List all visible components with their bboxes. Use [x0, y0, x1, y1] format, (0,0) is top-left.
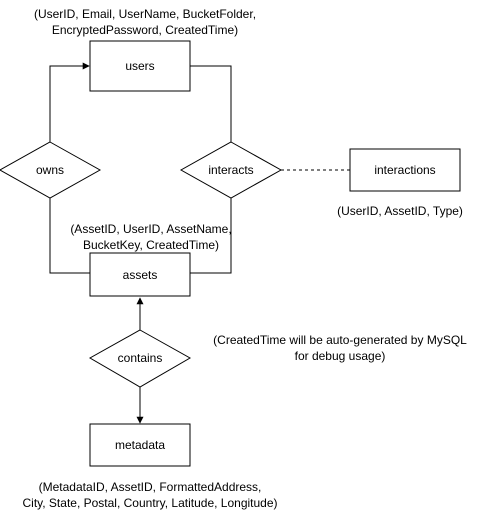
entity-assets-label: assets	[123, 268, 158, 282]
entity-interactions-label: interactions	[374, 163, 435, 177]
entity-metadata-box	[89, 423, 191, 467]
entity-users-label: users	[125, 59, 154, 73]
entity-users-box	[89, 40, 191, 92]
relationship-contains-diamond	[88, 329, 192, 388]
entity-metadata[interactable]: metadata	[89, 423, 191, 467]
relationship-owns-label: owns	[36, 163, 64, 177]
metadata-attributes-line-2: City, State, Postal, Country, Latitude, …	[22, 496, 278, 510]
relationship-interacts-diamond	[179, 141, 283, 199]
entity-metadata-label: metadata	[115, 438, 165, 452]
entity-interactions[interactable]: interactions	[349, 148, 461, 192]
created-time-note-line-2: for debug usage)	[294, 349, 386, 363]
created-time-note: (CreatedTime will be auto-generated by M…	[205, 332, 475, 364]
relationship-contains-label: contains	[118, 351, 163, 365]
metadata-attributes-line-1: (MetadataID, AssetID, FormattedAddress,	[38, 480, 262, 494]
interactions-attributes-line-1: (UserID, AssetID, Type)	[337, 204, 463, 218]
assets-attributes-note: (AssetID, UserID, AssetName, BucketKey, …	[56, 221, 246, 253]
entity-assets-box	[89, 252, 191, 297]
relationship-interacts[interactable]: interacts	[179, 141, 283, 199]
relationship-owns-diamond	[0, 141, 102, 199]
relationship-contains[interactable]: contains	[88, 329, 192, 388]
users-attributes-line-1: (UserID, Email, UserName, BucketFolder,	[33, 7, 257, 21]
entity-assets[interactable]: assets	[89, 252, 191, 297]
relationship-owns[interactable]: owns	[0, 141, 102, 199]
metadata-attributes-note: (MetadataID, AssetID, FormattedAddress, …	[18, 479, 282, 511]
connector-owns-users	[49, 62, 90, 142]
created-time-note-line-1: (CreatedTime will be auto-generated by M…	[213, 333, 467, 347]
users-attributes-line-2: EncryptedPassword, CreatedTime)	[51, 23, 239, 37]
users-attributes-note: (UserID, Email, UserName, BucketFolder, …	[20, 6, 270, 38]
relationship-interacts-label: interacts	[208, 163, 253, 177]
entity-interactions-box	[349, 148, 461, 192]
connector-users-interacts	[190, 65, 232, 142]
connector-lines	[49, 62, 350, 424]
connector-interacts-assets	[190, 198, 232, 274]
interactions-attributes-note: (UserID, AssetID, Type)	[330, 203, 470, 219]
assets-attributes-line-2: BucketKey, CreatedTime)	[82, 238, 220, 252]
connector-owns-assets	[49, 198, 90, 274]
assets-attributes-line-1: (AssetID, UserID, AssetName,	[70, 222, 232, 236]
entity-users[interactable]: users	[89, 40, 191, 92]
